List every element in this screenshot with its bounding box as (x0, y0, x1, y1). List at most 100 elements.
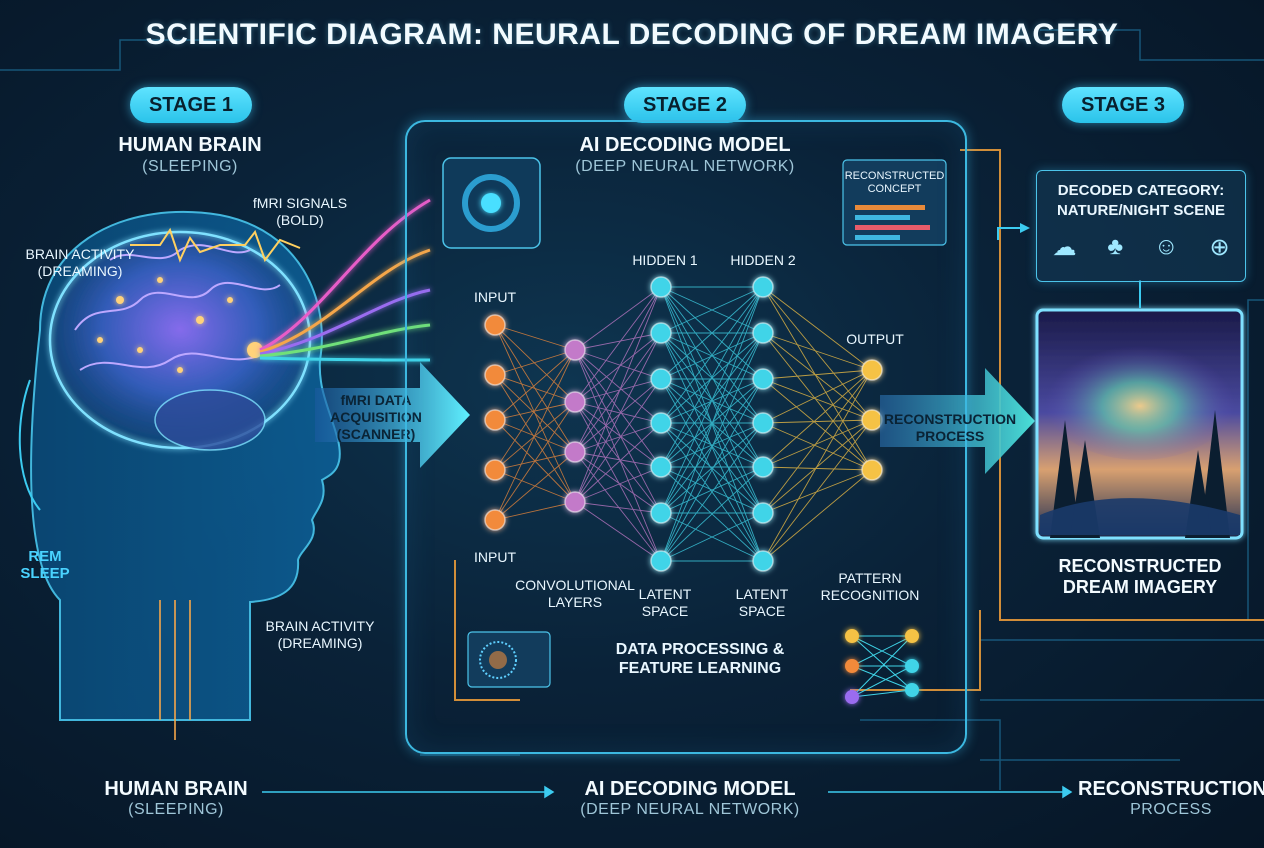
network-edge (762, 469, 873, 562)
footer-step2-sub: (DEEP NEURAL NETWORK) (580, 801, 800, 818)
network-edge (574, 501, 662, 514)
acquisition-arrow-label: fMRI DATA ACQUISITION (SCANNER) (315, 392, 437, 443)
network-nodes (484, 276, 883, 572)
network-edge (494, 401, 576, 521)
network-edge (660, 286, 764, 424)
network-edge (660, 422, 764, 514)
network-edge (762, 422, 873, 471)
decoded-line1: DECODED CATEGORY: (1057, 182, 1225, 199)
pattern-line2: RECOGNITION (820, 587, 920, 603)
dream-image (1035, 308, 1244, 540)
network-edge (762, 419, 873, 514)
footer-step2-main: AI DECODING MODEL (584, 778, 796, 800)
stage2-badge: STAGE 2 (624, 87, 746, 123)
data-card (467, 631, 551, 688)
network-edge (762, 419, 873, 468)
data-processing-label: DATA PROCESSING & FEATURE LEARNING (590, 640, 810, 678)
latent1-label: LATENT SPACE (625, 586, 705, 620)
mini-edge (851, 665, 913, 698)
network-edge (660, 378, 764, 562)
network-edge (574, 378, 662, 503)
decoded-line2: NATURE/NIGHT SCENE (1056, 202, 1226, 219)
network-edge (660, 422, 764, 562)
rem-line1: REM (28, 548, 62, 565)
network-edge (762, 332, 873, 371)
hidden2-node (752, 456, 774, 478)
hidden2-node (752, 502, 774, 524)
network-edge (762, 369, 873, 380)
mini-edge (851, 635, 913, 667)
footer-step1-main: HUMAN BRAIN (104, 778, 248, 800)
mini-edge (851, 635, 913, 691)
mini-edge (851, 665, 913, 691)
concept-line1: RECONSTRUCTED (844, 170, 945, 182)
acquisition-line1: fMRI DATA (340, 392, 412, 408)
network-edge (660, 466, 764, 562)
network-edge (762, 369, 873, 562)
hidden1-node (650, 550, 672, 572)
network-edge (574, 422, 662, 453)
mini-node (905, 629, 919, 643)
brain-activity-bottom-line2: (DREAMING) (277, 635, 363, 651)
network-edge (762, 286, 873, 421)
reconstructed-concept-label: RECONSTRUCTED CONCEPT (843, 170, 946, 196)
hidden2-node (752, 322, 774, 344)
mini-node (905, 659, 919, 673)
conv-node (564, 391, 586, 413)
stage3-badge: STAGE 3 (1062, 87, 1184, 123)
network-edge (574, 401, 662, 424)
network-edge (494, 451, 576, 521)
network-edge (574, 378, 662, 403)
network-edge (574, 286, 662, 503)
network-edge (494, 374, 576, 403)
network-edge (574, 466, 662, 503)
output-node (861, 359, 883, 381)
latent1-line1: LATENT (638, 586, 692, 602)
network-edge (762, 378, 873, 471)
input-node (484, 459, 506, 481)
mini-edge (851, 689, 913, 698)
hidden1-node (650, 456, 672, 478)
latent2-line2: SPACE (738, 603, 786, 619)
network-edge (762, 286, 873, 471)
fmri-signals-line1: fMRI SIGNALS (252, 195, 348, 211)
network-edge (494, 324, 576, 351)
reconstruction-line2: PROCESS (915, 428, 985, 444)
hidden1-node (650, 368, 672, 390)
network-edge (494, 349, 576, 471)
network-edge (574, 451, 662, 562)
mini-node (845, 629, 859, 643)
decoded-category-card: DECODED CATEGORY: NATURE/NIGHT SCENE ☁ ♣… (1036, 170, 1246, 282)
tree-icon: ♣ (1107, 233, 1124, 260)
mini-node (845, 659, 859, 673)
network-edge (494, 374, 576, 453)
pattern-line1: PATTERN (838, 570, 902, 586)
network-edge (762, 369, 873, 514)
input-bottom-label: INPUT (474, 549, 516, 565)
stage2-heading: AI DECODING MODEL (579, 134, 791, 156)
conv-node (564, 491, 586, 513)
network-edge (574, 286, 662, 351)
brain-activity-left-line1: BRAIN ACTIVITY (25, 246, 135, 262)
ai-model-panel (405, 120, 967, 754)
network-edge (660, 286, 764, 380)
brain-activity-bottom-line1: BRAIN ACTIVITY (265, 618, 375, 634)
hidden2-node (752, 550, 774, 572)
input-node (484, 314, 506, 336)
cloud-icon: ☁ (1052, 234, 1077, 261)
hidden2-node (752, 276, 774, 298)
network-edges (494, 286, 873, 562)
footer-step3-sub: PROCESS (1130, 801, 1212, 818)
mini-node (905, 683, 919, 697)
hidden2-node (752, 368, 774, 390)
network-edge (660, 332, 764, 424)
result-line2: DREAM IMAGERY (1062, 577, 1218, 597)
network-edge (574, 451, 662, 514)
network-edge (574, 378, 662, 453)
network-edge (494, 349, 576, 421)
network-edge (574, 286, 662, 453)
circuit-traces (0, 29, 1264, 790)
decoded-text: DECODED CATEGORY: NATURE/NIGHT SCENE (1037, 181, 1245, 221)
network-edge (494, 374, 576, 503)
network-edge (762, 466, 873, 471)
